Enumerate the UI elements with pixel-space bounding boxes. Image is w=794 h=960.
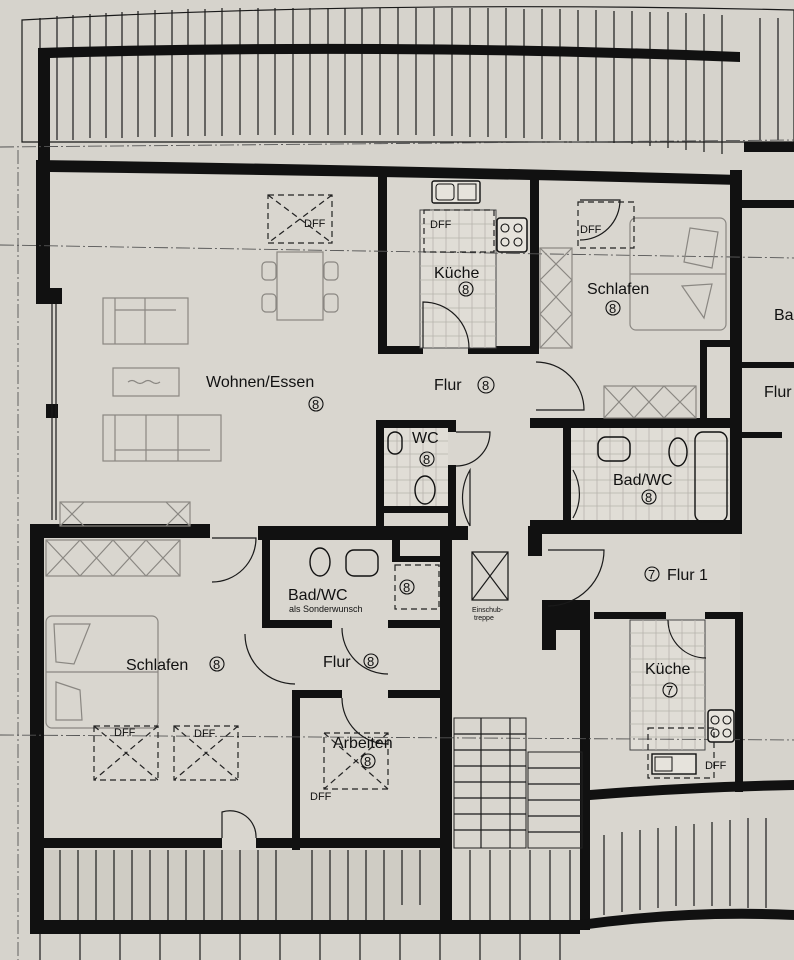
label-right-flur: Flur	[764, 384, 792, 401]
label-wc: WC	[412, 430, 439, 447]
label-kueche-8: Küche	[434, 265, 479, 282]
label-bad-sonder: Bad/WC	[288, 587, 348, 604]
dff-schlafen-top: DFF	[580, 224, 602, 236]
dff-schlafen-bottom-1: DFF	[114, 727, 136, 739]
dff-schlafen-bottom-2: DFF	[194, 728, 216, 740]
unit-wohnen: 8	[312, 397, 319, 412]
label-wohnen: Wohnen/Essen	[206, 374, 314, 391]
label-einschub-1: Einschub-	[472, 607, 504, 614]
label-kueche-7: Küche	[645, 661, 690, 678]
tiles-bad	[571, 428, 729, 520]
dff-arbeiten: DFF	[310, 791, 332, 803]
walls	[17, 142, 794, 960]
furniture-schlafen-bottom	[45, 539, 181, 729]
label-einschub-2: treppe	[474, 615, 494, 622]
staircase	[453, 551, 583, 849]
tiles-kueche8	[419, 209, 497, 349]
doors	[211, 199, 707, 839]
label-schlafen-top: Schlafen	[587, 281, 649, 298]
roof-windows	[93, 194, 715, 790]
label-bad-sonder-subtitle: als Sonderwunsch	[289, 604, 363, 614]
label-flur1: Flur 1	[667, 567, 708, 584]
unit-arbeiten: 8	[364, 754, 371, 769]
unit-flur1: 7	[648, 567, 655, 582]
unit-wc: 8	[423, 452, 430, 467]
label-schlafen-bottom: Schlafen	[126, 657, 188, 674]
label-flur-small: Flur	[323, 654, 351, 671]
label-arbeiten: Arbeiten	[333, 735, 393, 752]
unit-bad-sonder: 8	[403, 580, 410, 595]
unit-kueche-8: 8	[462, 282, 469, 297]
roof-overhang-top	[0, 6, 794, 300]
bathroom-fixtures	[309, 431, 728, 610]
unit-flur-small: 8	[367, 654, 374, 669]
label-right-ba: Ba	[774, 307, 794, 324]
dff-wohnen: DFF	[304, 218, 326, 230]
unit-schlafen-bottom: 8	[213, 657, 220, 672]
unit-bad-wc: 8	[645, 490, 652, 505]
unit-kueche-7: 7	[666, 683, 673, 698]
kitchen8-appliances	[431, 180, 528, 253]
label-bad-wc: Bad/WC	[613, 472, 673, 489]
furniture-schlafen-top	[539, 217, 727, 419]
tiles-wc	[384, 428, 448, 506]
room-labels: Wohnen/Essen 8 Küche 8 Schlafen 8 Flur 8…	[114, 218, 794, 803]
furniture-living	[59, 251, 339, 527]
label-flur-main: Flur	[434, 377, 462, 394]
unit-schlafen-top: 8	[609, 301, 616, 316]
unit-flur-main: 8	[482, 378, 489, 393]
dff-kueche-8: DFF	[430, 219, 452, 231]
dff-kueche-7: DFF	[705, 760, 727, 772]
roof-overhang-bottom	[39, 818, 767, 960]
